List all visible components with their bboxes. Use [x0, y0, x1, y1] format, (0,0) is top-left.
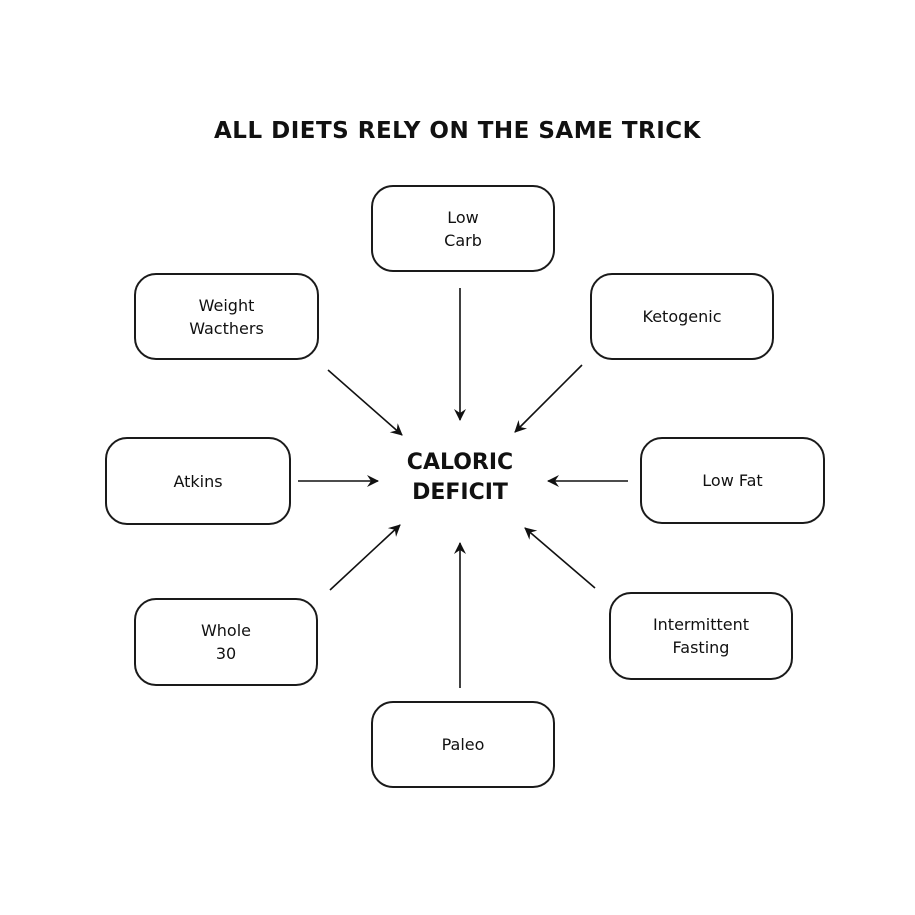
- node-label: Atkins: [173, 471, 223, 491]
- node-weight-watchers: Weight Wacthers: [134, 273, 319, 360]
- arrow-whole-30: [329, 524, 401, 591]
- node-label: Low Carb: [444, 207, 482, 250]
- node-label: Whole 30: [200, 621, 252, 663]
- node-low-fat: Low Fat: [640, 437, 825, 524]
- node-whole-30: Whole 30: [134, 598, 318, 686]
- node-label: Weight Wacthers: [189, 295, 264, 338]
- node-label: Intermittent Fasting: [652, 615, 750, 657]
- node-intermittent-fasting: Intermittent Fasting: [609, 592, 793, 680]
- arrow-intermittent-fasting: [524, 527, 596, 589]
- node-low-carb: Low Carb: [371, 185, 555, 272]
- node-label: Paleo: [441, 735, 485, 754]
- diagram-title: ALL DIETS RELY ON THE SAME TRICK: [214, 118, 701, 144]
- node-atkins: Atkins: [105, 437, 291, 525]
- node-label: Ketogenic: [642, 307, 722, 326]
- node-ketogenic: Ketogenic: [590, 273, 774, 360]
- node-paleo: Paleo: [371, 701, 555, 788]
- node-label: Low Fat: [702, 471, 763, 490]
- arrow-weight-watchers: [327, 369, 403, 436]
- arrow-ketogenic: [514, 364, 583, 433]
- caloric-deficit-node: CALORIC DEFICIT: [406, 450, 514, 505]
